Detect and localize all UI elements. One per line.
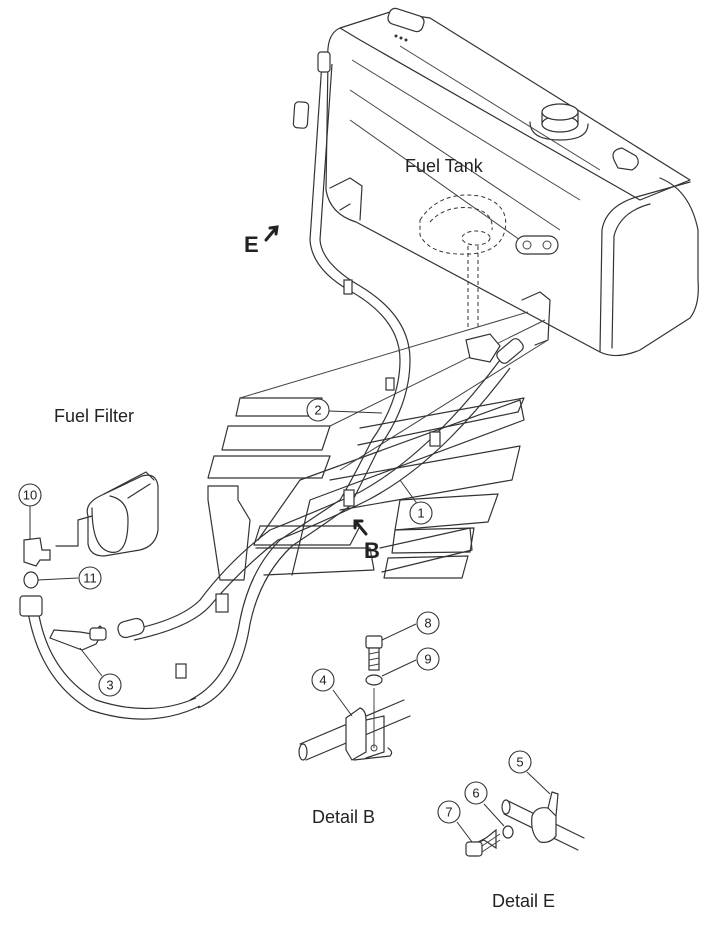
detail-b-label: Detail B	[312, 807, 375, 827]
detail-b-drawing	[298, 635, 411, 761]
view-b-letter: B	[364, 538, 380, 563]
callout-2: 2	[306, 398, 330, 422]
frame-panels	[207, 311, 549, 581]
callout-3-text: 3	[106, 678, 113, 693]
callout-5-text: 5	[516, 755, 523, 770]
detail-e-label: Detail E	[492, 891, 555, 911]
fuel-hoses	[19, 51, 524, 720]
callout-leaders	[29, 410, 551, 843]
callout-7: 7	[437, 800, 461, 824]
callout-1: 1	[409, 501, 433, 525]
fuel-tank	[325, 7, 699, 357]
fuel-filter-label: Fuel Filter	[54, 406, 134, 426]
callout-2-text: 2	[314, 403, 321, 418]
callout-8: 8	[416, 611, 440, 635]
callout-3: 3	[98, 673, 122, 697]
callout-9: 9	[416, 647, 440, 671]
detail-e-drawing	[465, 791, 585, 857]
callout-5: 5	[508, 750, 532, 774]
view-e-letter: E	[244, 232, 259, 257]
callout-1-text: 1	[417, 506, 424, 521]
view-arrow-e: E	[244, 225, 279, 257]
callout-10-text: 10	[23, 488, 37, 503]
callout-7-text: 7	[445, 805, 452, 820]
callout-4-text: 4	[319, 673, 326, 688]
fuel-filter	[23, 471, 159, 589]
fuel-tank-label: Fuel Tank	[405, 156, 484, 176]
callout-9-text: 9	[424, 652, 431, 667]
callout-10: 10	[18, 483, 42, 507]
callout-11: 11	[78, 566, 102, 590]
callout-4: 4	[311, 668, 335, 692]
callout-11-text: 11	[83, 571, 97, 586]
callout-8-text: 8	[424, 616, 431, 631]
callout-6-text: 6	[472, 786, 479, 801]
view-arrow-b: B	[353, 519, 380, 563]
callout-6: 6	[464, 781, 488, 805]
